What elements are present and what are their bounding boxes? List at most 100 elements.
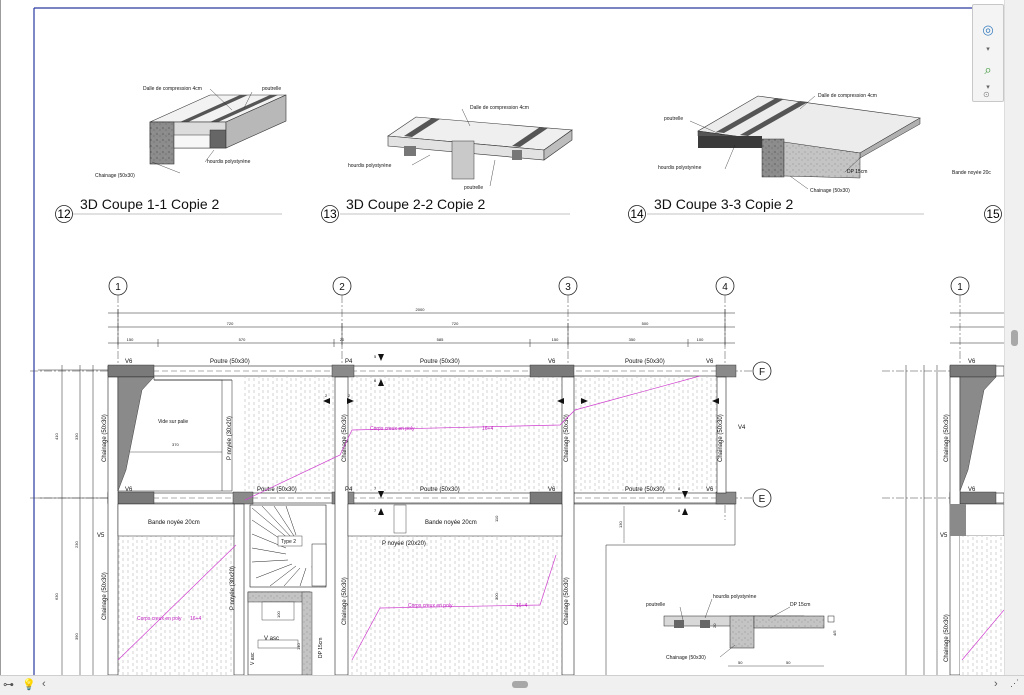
dim-total: 2000	[416, 307, 426, 312]
status-bar: ⊶ 💡 ‹ › ⋰	[0, 675, 1024, 695]
zoom-region-icon[interactable]: ⌕	[984, 62, 992, 77]
view-15-partial[interactable]: Bande noyée 20c 15	[952, 170, 1002, 223]
label-v-asc-2: V asc	[250, 652, 256, 665]
detail-dim-4: 4/5	[832, 630, 837, 636]
chevron-down-icon[interactable]: ▾	[986, 84, 990, 91]
stair[interactable]: Type 2	[249, 504, 327, 588]
label-v6-5: V6	[548, 487, 556, 493]
label-corps-creux-size-3: 16+4	[516, 603, 527, 609]
view14-title: 3D Coupe 3-3 Copie 2	[654, 196, 794, 212]
section-mark-2a: 2	[325, 393, 328, 398]
label-poutre-f2: Poutre (50x30)	[420, 359, 460, 365]
dim-left-3: 630	[54, 593, 59, 600]
dim-span-2: 720	[452, 321, 459, 326]
view14-label-dalle: Dalle de compression 4cm	[818, 93, 877, 99]
scroll-right-icon[interactable]: ›	[994, 678, 998, 690]
label-corps-creux-size-2: 16+4	[190, 616, 201, 622]
section-mark-6: 6	[374, 378, 377, 383]
label-p-noyee-30-1: P noyée (30x20)	[227, 416, 233, 460]
view15-number-bubble	[984, 205, 1002, 223]
vertical-scrollbar[interactable]	[1004, 0, 1024, 675]
view-14-3d-section[interactable]: Dalle de compression 4cm poutrelle hourd…	[628, 93, 925, 223]
dim-misc-3: 110	[494, 515, 499, 522]
view15-number: 15	[986, 207, 1000, 221]
floor-plan[interactable]: 1 2 3 4 1 2000 720 720 500 150 570 20 58…	[30, 276, 970, 675]
binoculars-icon[interactable]: ⊶	[3, 679, 14, 691]
dim-left-1: 410	[54, 433, 59, 440]
scroll-left-icon[interactable]: ‹	[42, 678, 46, 690]
horizontal-scroll-thumb[interactable]	[512, 681, 528, 688]
grid-row-e: E	[759, 494, 766, 505]
dim-sub-2: 570	[239, 337, 246, 342]
right-label-v5: V5	[940, 533, 948, 539]
dim-left-5: 390	[74, 633, 79, 640]
label-v6-1: V6	[125, 359, 133, 365]
vertical-scroll-thumb[interactable]	[1011, 330, 1018, 346]
dim-sub-7: 100	[697, 337, 704, 342]
view15-label-bande: Bande noyée 20c	[952, 170, 991, 176]
detail-label-chainage: Chainage (50x30)	[666, 655, 706, 661]
drawing-sheet: Dalle de compression 4cm poutrelle hourd…	[0, 0, 1004, 675]
dim-sub-1: 150	[127, 337, 134, 342]
label-v5: V5	[97, 533, 105, 539]
dim-misc-2: 130	[618, 521, 623, 528]
view-13-3d-section[interactable]: Dalle de compression 4cm hourdis polysty…	[321, 105, 573, 223]
view12-label-poutrelle: poutrelle	[262, 86, 281, 92]
label-poutre-f1: Poutre (50x30)	[210, 359, 250, 365]
dim-misc-4: 300	[494, 593, 499, 600]
section-mark-7b: 7	[374, 508, 377, 513]
view13-label-poutrelle: poutrelle	[464, 185, 483, 191]
lightbulb-icon[interactable]: 💡	[22, 679, 36, 691]
label-chainage-5: Chainage (50x30)	[102, 572, 108, 620]
view12-number: 12	[57, 207, 71, 221]
label-v6-4: V6	[125, 487, 133, 493]
dim-sub-4: 585	[437, 337, 444, 342]
label-stair-type: Type 2	[281, 539, 296, 545]
detail-dim-1: 20	[712, 623, 717, 628]
dim-misc-1: 370	[172, 442, 179, 447]
label-poutre-e3: Poutre (50x30)	[625, 487, 665, 493]
right-partial-plan[interactable]: V6 V6 V5 Chainage (50x30) Chainage (50x3…	[882, 312, 1004, 675]
resize-grip-icon[interactable]: ⋰	[1010, 678, 1019, 688]
dim-sub-6: 350	[629, 337, 636, 342]
section-mark-5: 5	[374, 354, 377, 359]
view13-title: 3D Coupe 2-2 Copie 2	[346, 196, 486, 212]
detail-dim-3: 50	[786, 660, 791, 665]
grid-col-4: 4	[722, 282, 728, 293]
section-mark-2b: 2	[348, 393, 351, 398]
view12-number-bubble	[55, 205, 73, 223]
view12-label-chainage: Chainage (50x30)	[95, 173, 135, 179]
label-chainage-3: Chainage (50x30)	[564, 414, 570, 462]
label-corps-creux-1: Corps creux en poly	[370, 426, 415, 432]
label-v6-3: V6	[706, 359, 714, 365]
detail-section[interactable]: poutrelle hourdis polystyrène DP 15cm Ch…	[646, 594, 837, 667]
label-p4-f: P4	[345, 359, 353, 365]
steering-wheel-icon[interactable]: ◎	[982, 22, 994, 37]
right-label-v6-1: V6	[968, 359, 976, 365]
view14-number-bubble	[628, 205, 646, 223]
dim-span-1: 720	[227, 321, 234, 326]
view12-label-dalle: Dalle de compression 4cm	[143, 86, 202, 92]
view-12-3d-section[interactable]: Dalle de compression 4cm poutrelle hourd…	[55, 86, 287, 223]
section-mark-7a: 7	[374, 486, 377, 491]
grid-col-3: 3	[565, 282, 571, 293]
dim-sub-5: 150	[552, 337, 559, 342]
dim-misc-5: 100	[276, 611, 281, 618]
right-label-v6-2: V6	[968, 487, 976, 493]
grid-col-1: 1	[115, 282, 121, 293]
navigation-bar[interactable]: ◎ ▾ ⌕ ▾ ⊙	[972, 4, 1004, 102]
drawing-viewport[interactable]: Dalle de compression 4cm poutrelle hourd…	[0, 0, 1004, 675]
label-dp15-plan: DP 15cm	[318, 638, 324, 658]
label-bande-2: Bande noyée 20cm	[425, 520, 477, 526]
chevron-down-icon[interactable]: ▾	[986, 46, 990, 53]
label-v4: V4	[738, 425, 746, 431]
detail-label-dp: DP 15cm	[790, 602, 810, 608]
label-poutre-f3: Poutre (50x30)	[625, 359, 665, 365]
label-chainage-2: Chainage (50x30)	[342, 414, 348, 462]
label-v6-2: V6	[548, 359, 556, 365]
label-chainage-7: Chainage (50x30)	[564, 577, 570, 625]
close-icon[interactable]: ⊙	[983, 90, 990, 99]
label-p-noyee-30-2: P noyée (30x20)	[230, 566, 236, 610]
view13-number: 13	[323, 207, 337, 221]
label-poutre-e1: Poutre (50x30)	[257, 487, 297, 493]
